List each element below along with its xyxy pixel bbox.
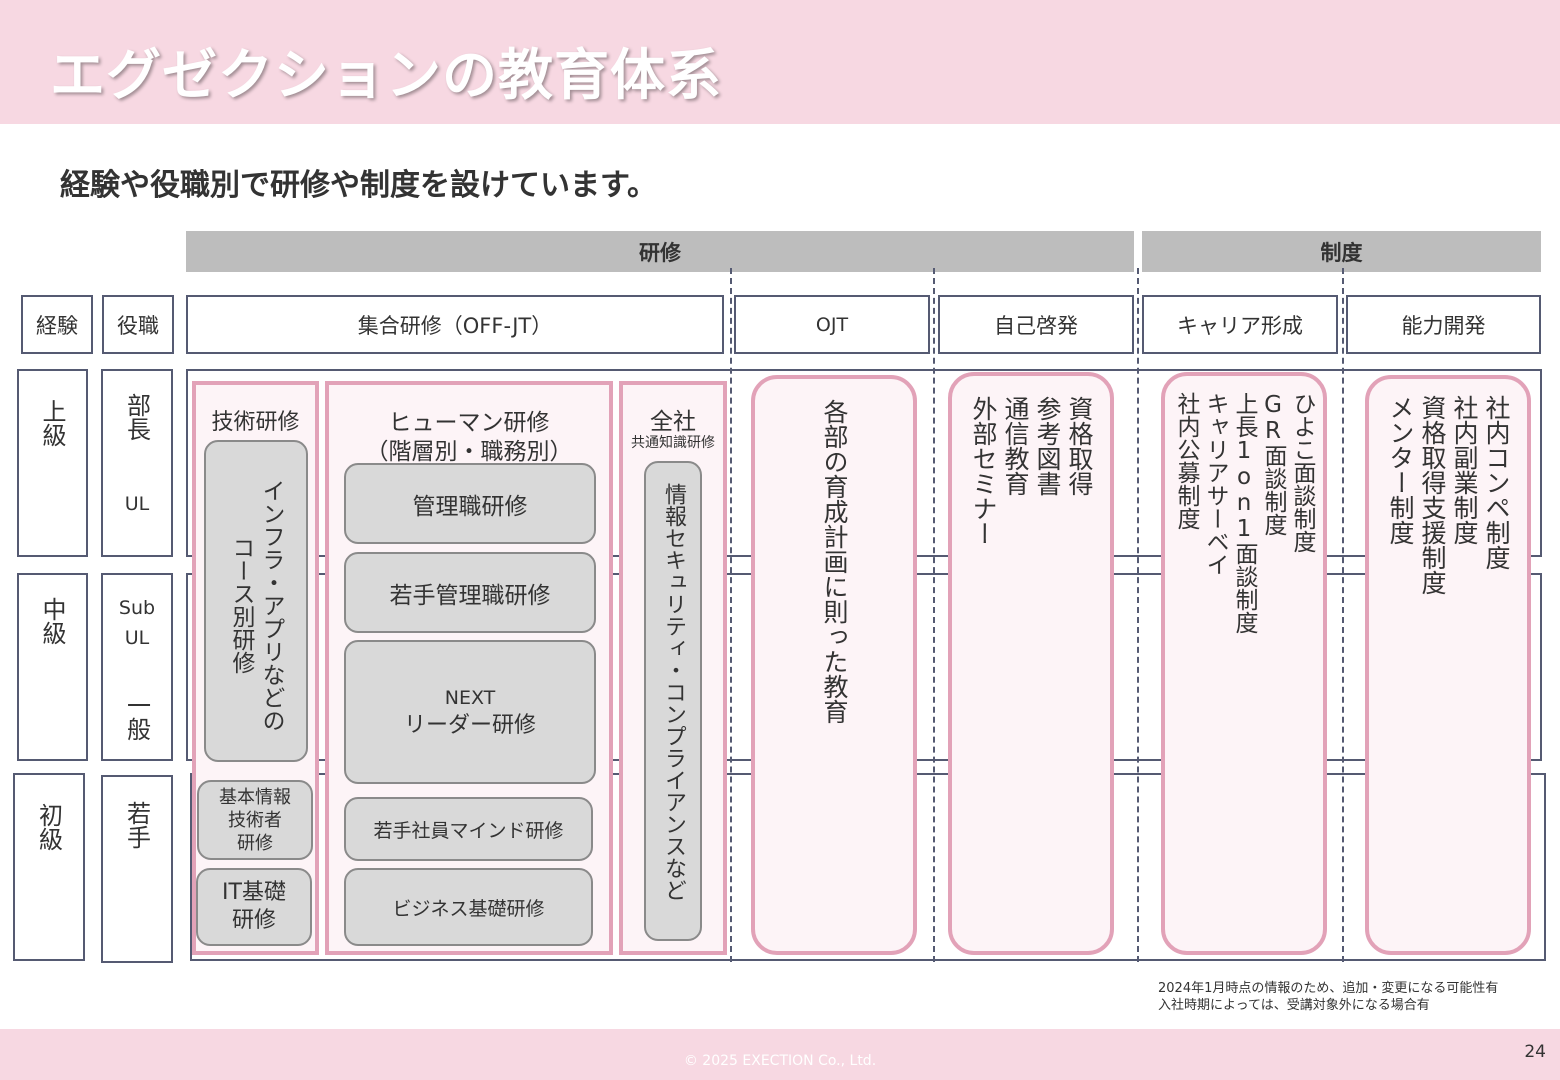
role-ul: UL [124, 493, 150, 515]
level-chukyu-label: 中級 [38, 597, 66, 645]
jiko-item: 通信教育 [1001, 396, 1030, 496]
page-title: エグゼクションの教育体系 [50, 43, 723, 107]
next-leader-pill[interactable]: NEXT リーダー研修 [344, 640, 596, 784]
ojt-column: 各部の育成計画に則った教育 [751, 375, 917, 955]
note: 2024年1月時点の情報のため、追加・変更になる可能性有 入社時期によっては、受… [1158, 980, 1498, 1014]
role-ippan: 一般 [103, 693, 171, 741]
mind-label: 若手社員マインド研修 [373, 819, 564, 842]
business-pill[interactable]: ビジネス基礎研修 [344, 868, 593, 946]
noryoku-list: 社内コンペ制度 社内副業制度 資格取得支援制度 メンター制度 [1369, 379, 1527, 595]
footer-bar [0, 1029, 1560, 1080]
separator-4 [1342, 268, 1344, 962]
group-seido: 制度 [1142, 231, 1541, 272]
noryoku-item: 社内コンペ制度 [1482, 395, 1511, 570]
role-bucho: 部長 [103, 393, 171, 441]
mind-pill[interactable]: 若手社員マインド研修 [344, 797, 593, 861]
role-bucho-label: 部長 [122, 393, 151, 441]
page-subtitle: 経験や役職別で研修や制度を設けています。 [60, 168, 657, 203]
career-item: GR面談制度 [1260, 392, 1286, 536]
copyright: © 2025 EXECTION Co., Ltd. [683, 1053, 877, 1069]
human-header-1: ヒューマン研修 [388, 410, 550, 436]
infra-course-label: インフラ・アプリなどのコース別研修 [228, 478, 284, 732]
role-wakate-label: 若手 [122, 801, 151, 849]
ojt-header: OJT [734, 295, 930, 354]
business-label: ビジネス基礎研修 [392, 897, 545, 920]
jiko-column: 資格取得 参考図書 通信教育 外部セミナー [948, 372, 1114, 955]
human-header-2: （階層別・職務別） [365, 439, 573, 465]
career-item: ひよこ面談制度 [1289, 392, 1315, 553]
security-label: 情報セキュリティ・コンプライアンスなど [661, 483, 686, 901]
kanri-label: 管理職研修 [412, 493, 528, 520]
level-chukyu: 中級 [17, 573, 88, 761]
yakushoku-header: 役職 [102, 295, 174, 354]
career-header: キャリア形成 [1142, 295, 1338, 354]
noryoku-column: 社内コンペ制度 社内副業制度 資格取得支援制度 メンター制度 [1365, 375, 1531, 955]
kihon-line-2: 技術者 [228, 809, 282, 831]
wakate-kanri-pill[interactable]: 若手管理職研修 [344, 552, 596, 633]
security-pill[interactable]: 情報セキュリティ・コンプライアンスなど [644, 461, 702, 941]
note-line-2: 入社時期によっては、受講対象外になる場合有 [1158, 998, 1430, 1013]
keiken-header: 経験 [21, 295, 93, 354]
career-column: ひよこ面談制度 GR面談制度 上長1on1面談制度 キャリアサーベイ 社内公募制… [1161, 372, 1327, 955]
level-shokyu-label: 初級 [34, 803, 63, 851]
noryoku-item: 社内副業制度 [1450, 395, 1479, 545]
header-bar [0, 0, 1560, 124]
shugo-header: 集合研修（OFF-JT） [186, 295, 724, 354]
role-box-middle: Sub UL 一般 [101, 573, 173, 761]
role-ippan-label: 一般 [122, 693, 151, 741]
kanri-pill[interactable]: 管理職研修 [344, 463, 596, 544]
next-line-1: NEXT [444, 687, 496, 709]
noryoku-item: メンター制度 [1386, 395, 1415, 545]
ojt-text: 各部の育成計画に則った教育 [820, 399, 849, 724]
jiko-list: 資格取得 参考図書 通信教育 外部セミナー [952, 376, 1110, 546]
separator-2 [933, 268, 935, 962]
kihon-joho-pill[interactable]: 基本情報 技術者 研修 [197, 780, 313, 860]
level-shokyu: 初級 [13, 773, 85, 961]
career-item: 社内公募制度 [1173, 392, 1199, 530]
role-subul-2: UL [124, 627, 150, 649]
kihon-line-1: 基本情報 [219, 786, 291, 808]
note-line-1: 2024年1月時点の情報のため、追加・変更になる可能性有 [1158, 981, 1499, 996]
level-jokyu: 上級 [17, 369, 88, 557]
it-kiso-line-1: IT基礎 [222, 880, 286, 905]
role-wakate: 若手 [101, 775, 173, 963]
career-item: 上長1on1面談制度 [1231, 392, 1257, 634]
infra-course-pill[interactable]: インフラ・アプリなどのコース別研修 [204, 440, 308, 762]
career-list: ひよこ面談制度 GR面談制度 上長1on1面談制度 キャリアサーベイ 社内公募制… [1165, 376, 1323, 634]
separator-3 [1137, 268, 1139, 962]
jiko-header: 自己啓発 [938, 295, 1134, 354]
page-number: 24 [1524, 1042, 1546, 1062]
next-line-2: リーダー研修 [403, 713, 536, 738]
noryoku-header: 能力開発 [1346, 295, 1541, 354]
kihon-line-3: 研修 [237, 832, 273, 854]
it-kiso-line-2: 研修 [231, 908, 276, 933]
gijutsu-header: 技術研修 [211, 410, 300, 435]
ojt-text-wrap: 各部の育成計画に則った教育 [755, 379, 913, 724]
zensha-header: 全社 [650, 409, 696, 435]
separator-1 [730, 268, 732, 962]
career-item: キャリアサーベイ [1202, 392, 1228, 576]
wakate-kanri-label: 若手管理職研修 [389, 582, 551, 609]
zensha-sub: 共通知識研修 [631, 435, 715, 451]
jiko-item: 参考図書 [1033, 396, 1062, 496]
noryoku-item: 資格取得支援制度 [1418, 395, 1447, 595]
jiko-item: 外部セミナー [969, 396, 998, 546]
level-jokyu-label: 上級 [38, 399, 66, 447]
role-box-upper: 部長 UL [101, 369, 173, 557]
group-kenshu: 研修 [186, 231, 1134, 272]
jiko-item: 資格取得 [1065, 396, 1094, 496]
it-kiso-pill[interactable]: IT基礎 研修 [196, 868, 312, 946]
role-subul-1: Sub [118, 597, 156, 619]
